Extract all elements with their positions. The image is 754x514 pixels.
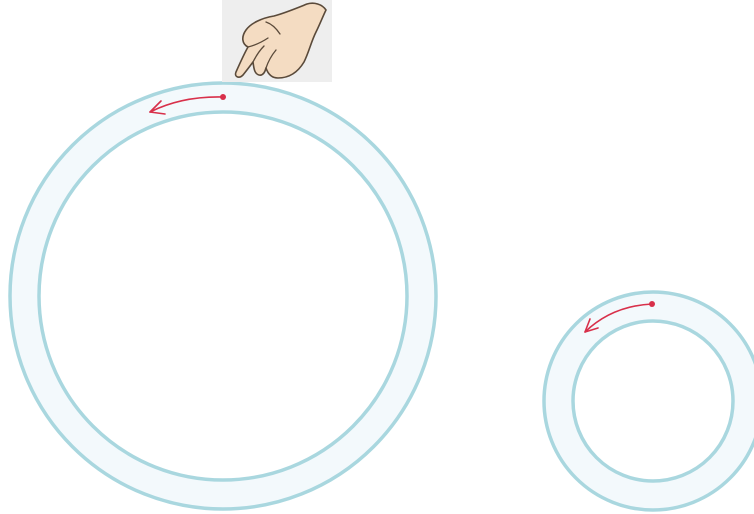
small-ring-outer-edge xyxy=(542,290,754,512)
small-ring-inner-edge xyxy=(571,319,735,483)
small-ring-arrowhead xyxy=(584,318,599,333)
large-ring-band xyxy=(10,83,436,509)
large-ring-direction-arrow xyxy=(149,96,224,113)
pointing-hand-icon xyxy=(222,0,332,82)
large-ring-inner-edge xyxy=(37,110,409,482)
small-ring xyxy=(542,290,754,512)
hand-finger-creases xyxy=(247,21,281,69)
large-ring-outer-edge xyxy=(8,81,438,511)
hand-outline xyxy=(234,2,327,79)
small-ring-direction-arrow xyxy=(584,303,653,333)
large-ring xyxy=(8,81,438,511)
large-ring-arrowhead xyxy=(149,100,166,115)
